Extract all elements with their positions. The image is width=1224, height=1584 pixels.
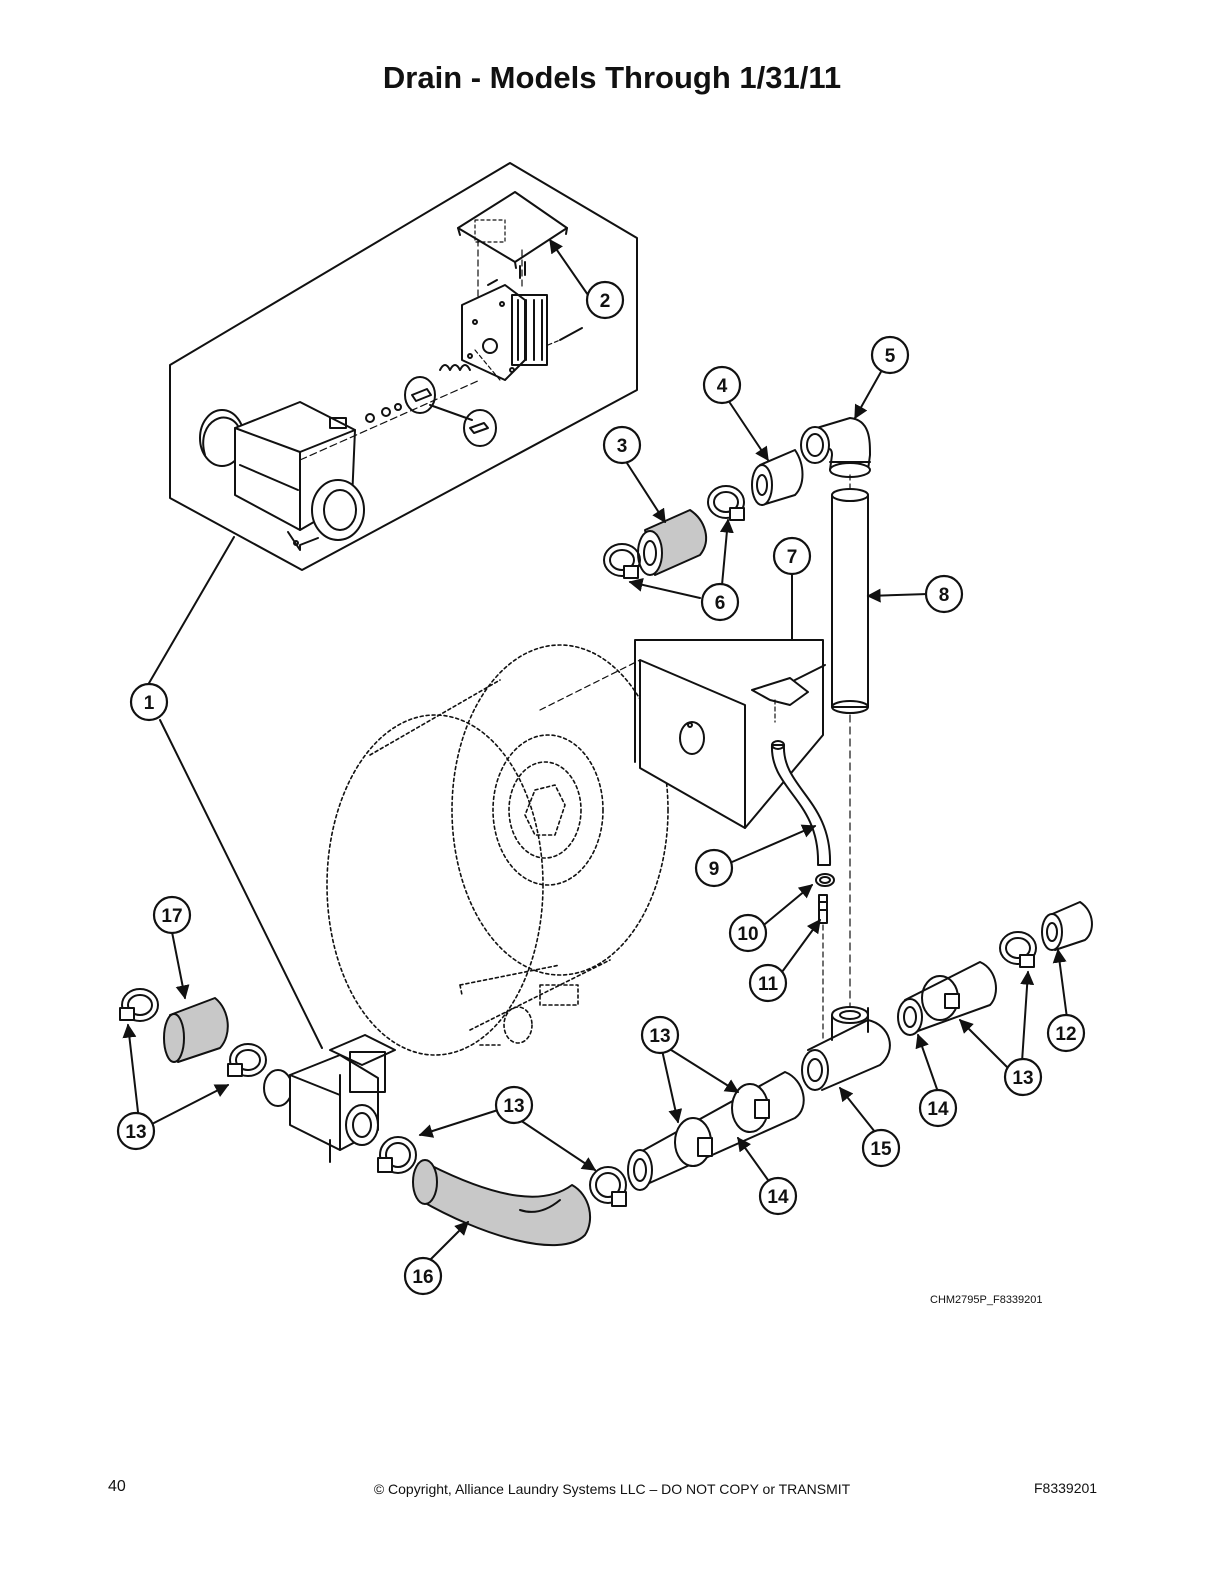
- svg-text:10: 10: [737, 924, 758, 945]
- svg-text:3: 3: [617, 436, 628, 457]
- solenoid-assembly: [299, 191, 583, 461]
- callout-13-left: 13: [116, 1111, 156, 1151]
- svg-text:5: 5: [885, 346, 896, 367]
- svg-text:13: 13: [503, 1096, 524, 1117]
- svg-text:7: 7: [787, 547, 798, 568]
- svg-text:1: 1: [144, 693, 155, 714]
- clamp-13-left-b: [227, 1043, 267, 1077]
- callout-8: 8: [924, 574, 964, 614]
- figure-code: CHM2795P_F8339201: [930, 1294, 1043, 1306]
- callout-13-center: 13: [640, 1015, 680, 1055]
- callout-4: 4: [702, 365, 742, 405]
- page-number: 40: [108, 1478, 126, 1495]
- callout-12: 12: [1046, 1013, 1086, 1053]
- hose-3: [637, 509, 708, 576]
- clamp-6-lower: [603, 543, 641, 579]
- callout-13-right: 13: [1003, 1057, 1043, 1097]
- page-title: Drain - Models Through 1/31/11: [382, 60, 842, 95]
- callout-14-center: 14: [758, 1176, 798, 1216]
- clamp-13-hose-left: [377, 1136, 417, 1174]
- svg-text:4: 4: [717, 376, 728, 397]
- callout-17: 17: [152, 895, 192, 935]
- callout-6: 6: [700, 582, 740, 622]
- svg-text:15: 15: [870, 1139, 892, 1160]
- callout-13-hose: 13: [494, 1085, 534, 1125]
- drain-valve-small: [263, 1034, 396, 1163]
- document-number: F8339201: [1034, 1480, 1098, 1496]
- callout-7: 7: [772, 536, 812, 576]
- svg-text:13: 13: [649, 1026, 670, 1047]
- clamp-13-right-a: [921, 975, 960, 1021]
- drain-valve-large: [199, 401, 365, 551]
- callout-16: 16: [403, 1256, 443, 1296]
- svg-text:16: 16: [412, 1267, 433, 1288]
- pipe-8: [831, 474, 869, 1011]
- svg-text:12: 12: [1055, 1024, 1076, 1045]
- fitting-11: [818, 894, 828, 1041]
- callout-3: 3: [602, 425, 642, 465]
- svg-text:6: 6: [715, 593, 726, 614]
- fitting-4: [751, 449, 804, 506]
- clamp-13-right-b: [999, 931, 1037, 968]
- hose-17: [163, 997, 229, 1063]
- clamp-6-upper: [707, 485, 745, 521]
- callout-10: 10: [728, 913, 768, 953]
- drum-outline: [326, 644, 669, 1056]
- svg-text:2: 2: [600, 291, 611, 312]
- clamp-13-left-a: [119, 988, 159, 1022]
- svg-text:14: 14: [767, 1187, 789, 1208]
- leader-lines: [122, 238, 1068, 1263]
- clamp-13-center-b: [731, 1083, 770, 1133]
- clamp-13-hose-right: [589, 1166, 627, 1207]
- svg-text:13: 13: [1012, 1068, 1033, 1089]
- pipe-14-center: [627, 1071, 805, 1191]
- svg-text:8: 8: [939, 585, 950, 606]
- hose-16: [412, 1159, 592, 1247]
- fitting-12: [1041, 901, 1093, 951]
- callout-5: 5: [870, 335, 910, 375]
- callout-labels: 1 2 3 4 5 6 7 8 9 10 11 12 13 13 13 13 1…: [116, 280, 1086, 1296]
- plate-inset-7: [539, 639, 826, 829]
- svg-text:11: 11: [758, 974, 779, 995]
- svg-text:14: 14: [927, 1099, 949, 1120]
- elbow-5: [800, 417, 871, 478]
- callout-14-right: 14: [918, 1088, 958, 1128]
- copyright-notice: © Copyright, Alliance Laundry Systems LL…: [373, 1481, 851, 1497]
- svg-text:13: 13: [125, 1122, 146, 1143]
- drain-valve-inset: [144, 162, 638, 1049]
- tee-15: [801, 1006, 891, 1091]
- callout-9: 9: [694, 848, 734, 888]
- callout-11: 11: [748, 963, 788, 1003]
- tube-9: [770, 740, 832, 866]
- callout-1: 1: [129, 682, 169, 722]
- clamp-10: [815, 873, 835, 887]
- clamp-13-center-a: [674, 1117, 713, 1167]
- callout-15: 15: [861, 1128, 901, 1168]
- svg-text:17: 17: [161, 906, 182, 927]
- callout-2: 2: [585, 280, 625, 320]
- svg-text:9: 9: [709, 859, 720, 880]
